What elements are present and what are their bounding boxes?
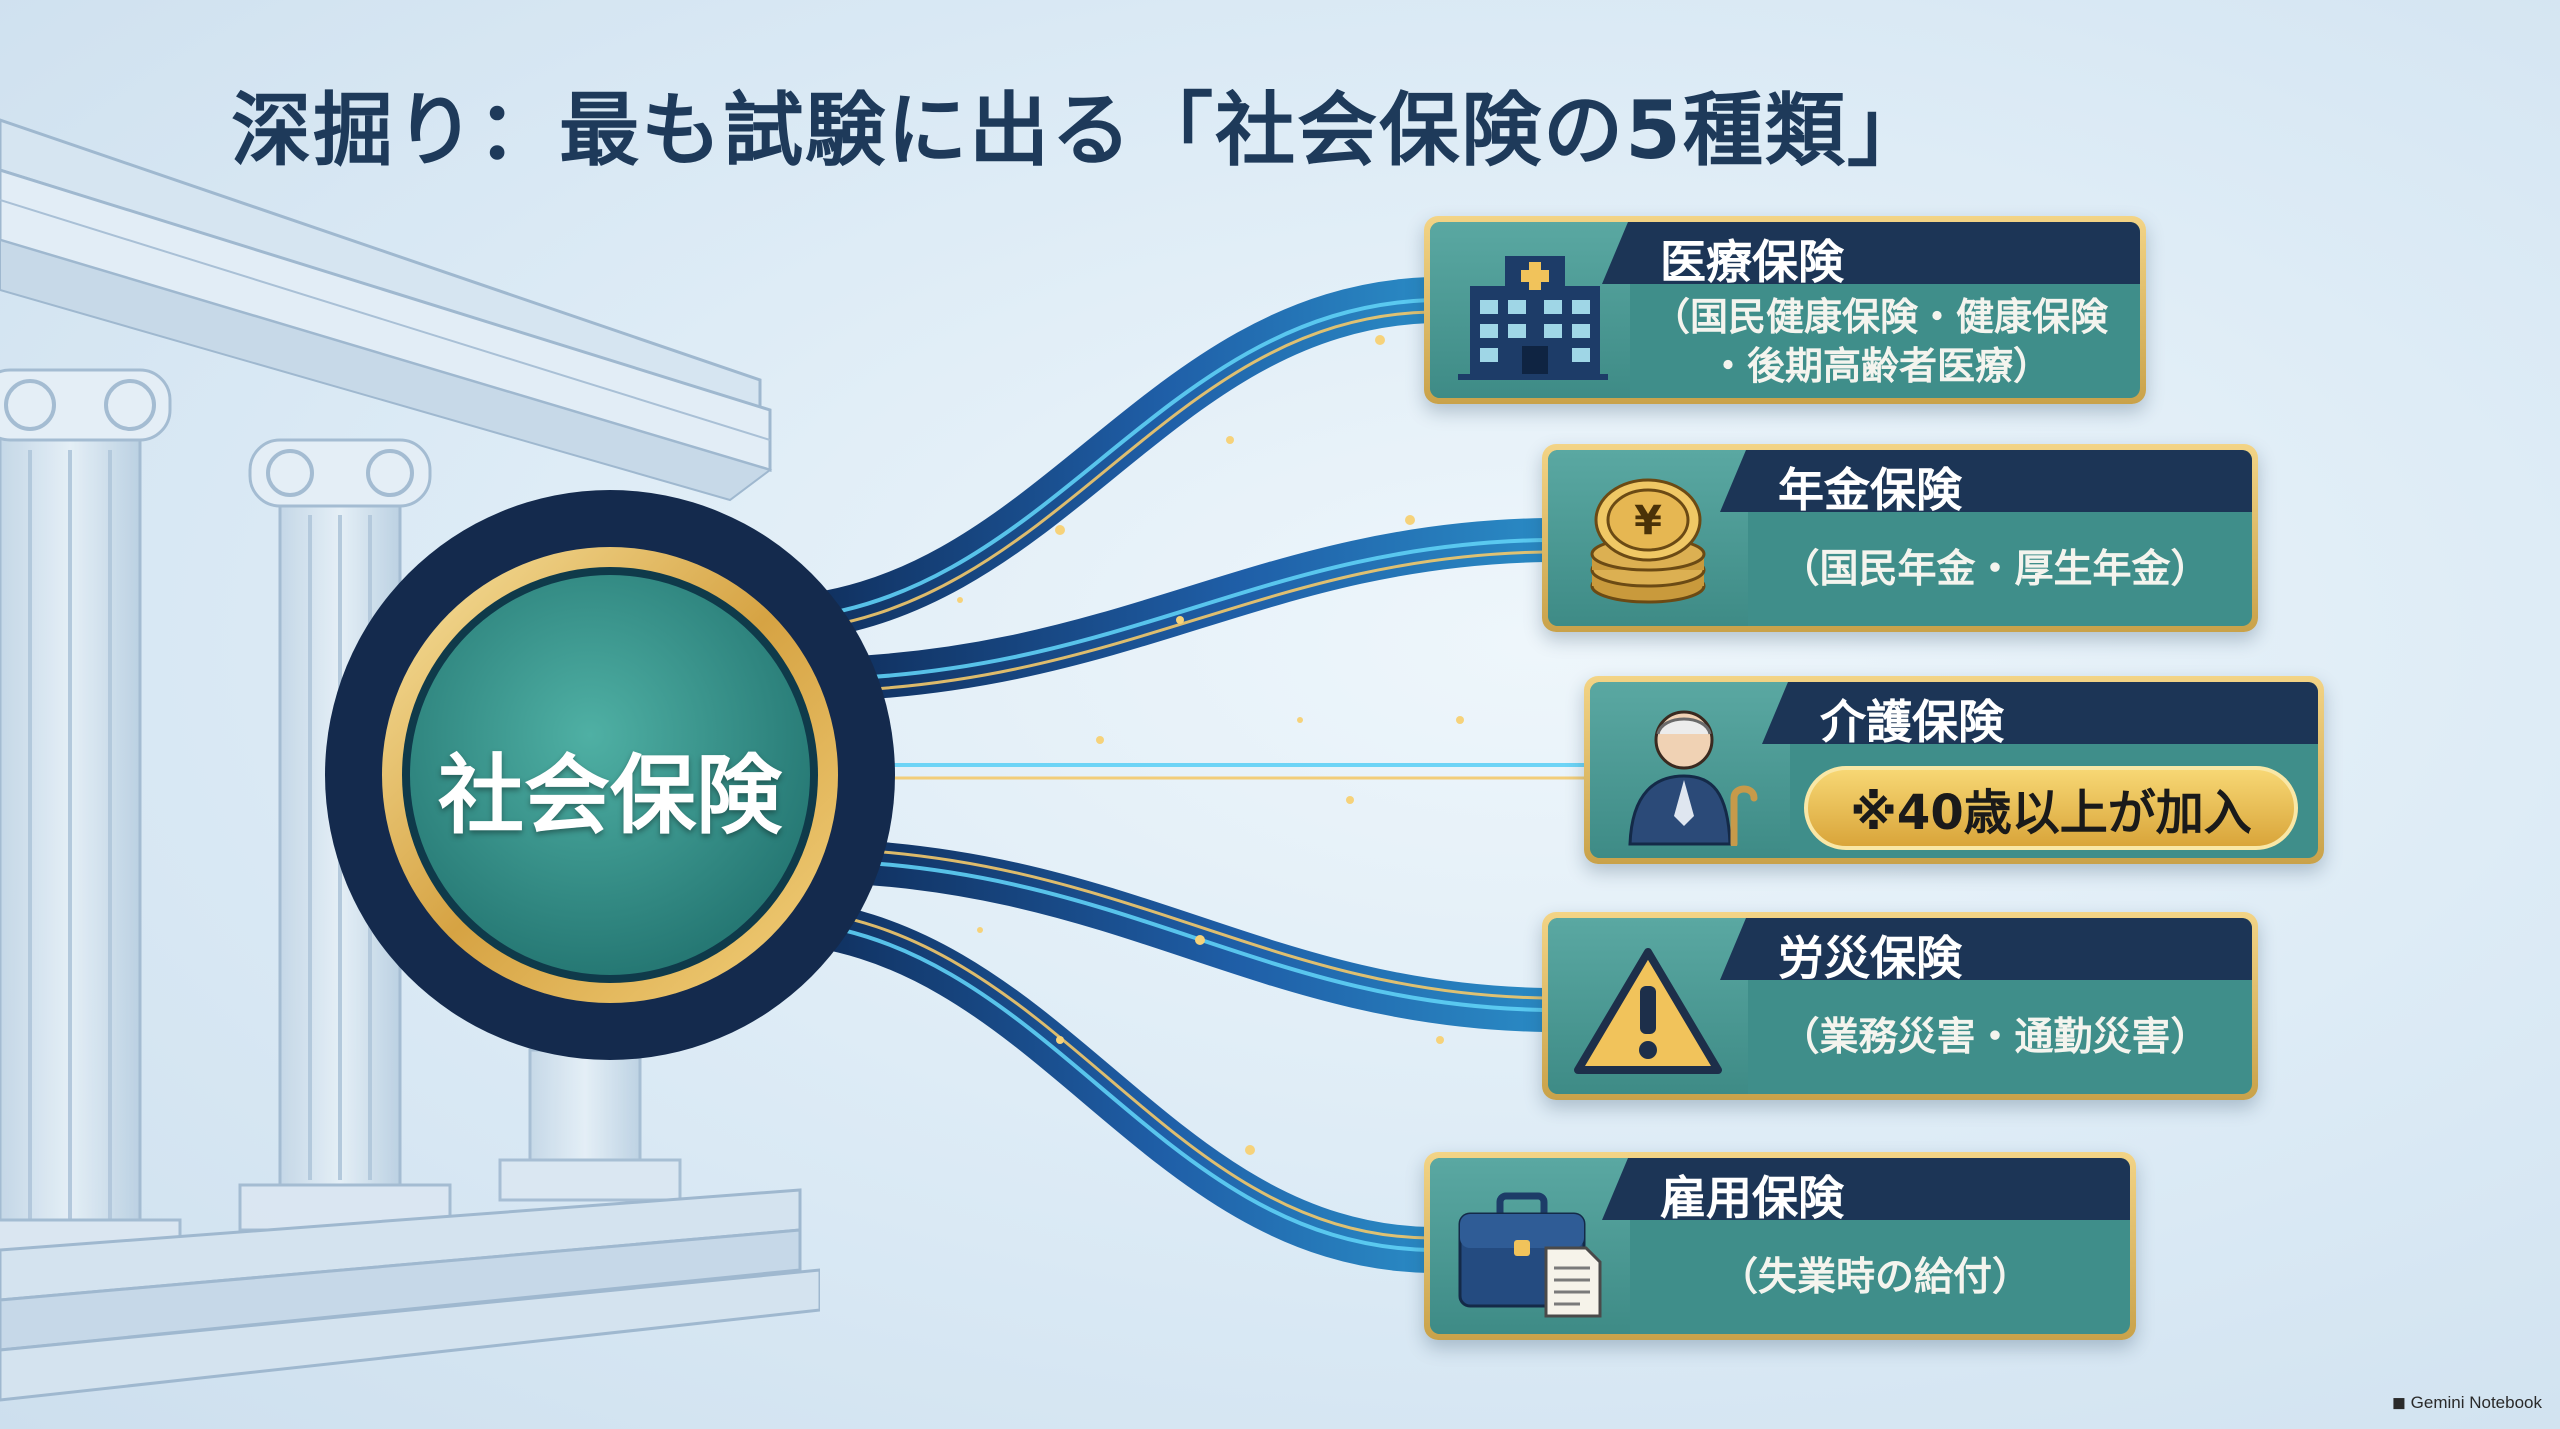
brand-label: Gemini Notebook bbox=[2410, 1393, 2542, 1412]
card-detail: （失業時の給付） bbox=[1718, 1254, 2031, 1300]
card-title: 雇用保険 bbox=[1660, 1171, 1844, 1225]
card-title: 介護保険 bbox=[1820, 695, 2004, 749]
hospital-icon bbox=[1458, 256, 1608, 380]
age-requirement-badge: ※40歳以上が加入 bbox=[1804, 766, 2298, 850]
yen-coins-icon: ¥ bbox=[1590, 478, 1706, 604]
card-detail: （国民健康保険・健康保険 ・後期高齢者医療） bbox=[1651, 294, 2108, 388]
card-title: 年金保険 bbox=[1778, 463, 1962, 517]
card-medical-insurance: 医療保険 （国民健康保険・健康保険 ・後期高齢者医療） bbox=[1424, 216, 2146, 404]
card-detail: （国民年金・厚生年金） bbox=[1780, 546, 2210, 592]
page-title: 深掘り：最も試験に出る「社会保険の5種類」 bbox=[231, 84, 1929, 177]
card-workers-accident-insurance: 労災保険 （業務災害・通勤災害） bbox=[1542, 912, 2258, 1100]
card-title: 医療保険 bbox=[1660, 235, 1844, 289]
card-detail: （業務災害・通勤災害） bbox=[1780, 1014, 2210, 1060]
brand-watermark: ◼ Gemini Notebook bbox=[2392, 1393, 2542, 1413]
svg-text:¥: ¥ bbox=[1634, 498, 1662, 544]
hub-label: 社会保険 bbox=[438, 746, 782, 846]
card-pension-insurance: ¥ 年金保険 （国民年金・厚生年金） bbox=[1542, 444, 2258, 632]
notebook-icon: ◼ bbox=[2391, 1393, 2411, 1412]
warning-icon bbox=[1574, 948, 1722, 1074]
elderly-person-icon bbox=[1628, 710, 1758, 846]
card-care-insurance: 介護保険 ※40歳以上が加入 bbox=[1584, 676, 2324, 864]
hub-circle bbox=[325, 490, 895, 1060]
card-employment-insurance: 雇用保険 （失業時の給付） bbox=[1424, 1152, 2136, 1340]
briefcase-document-icon bbox=[1458, 1192, 1602, 1318]
card-title: 労災保険 bbox=[1778, 931, 1962, 985]
